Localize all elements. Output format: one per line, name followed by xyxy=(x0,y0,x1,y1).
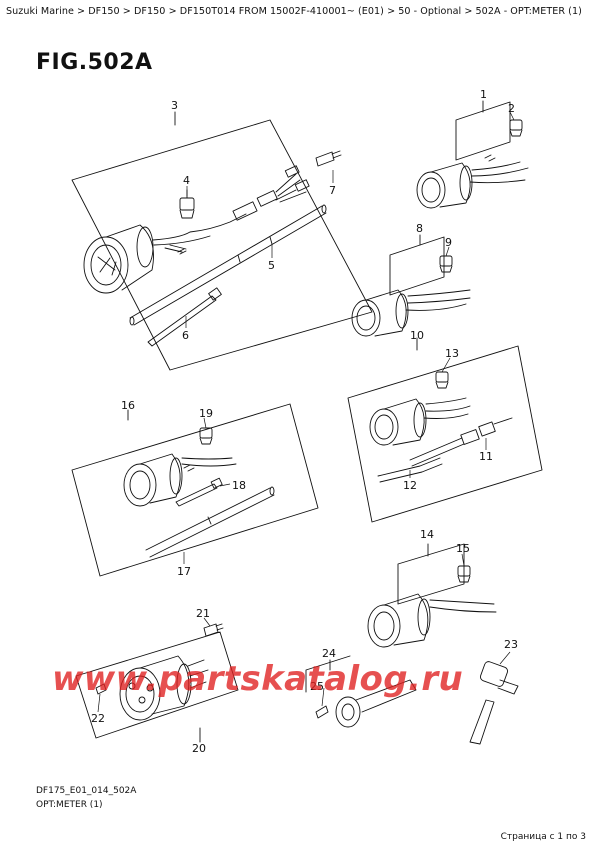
callout-18: 18 xyxy=(232,479,246,492)
gauge-20 xyxy=(119,655,209,721)
bulb-9 xyxy=(439,255,453,273)
callout-9: 9 xyxy=(445,236,452,249)
callout-2: 2 xyxy=(508,102,515,115)
callout-16: 16 xyxy=(121,399,135,412)
callout-6: 6 xyxy=(182,329,189,342)
callout-10: 10 xyxy=(410,329,424,342)
gauge-16 xyxy=(123,453,237,507)
diagram-subtitle: OPT:METER (1) xyxy=(36,800,103,810)
callout-13: 13 xyxy=(445,347,459,360)
gauge-8 xyxy=(351,289,471,337)
connector-3 xyxy=(232,165,310,221)
callout-22: 22 xyxy=(91,712,105,725)
switch-24 xyxy=(335,679,417,728)
plug-7 xyxy=(315,150,342,167)
group-box-10 xyxy=(347,345,543,523)
callout-4: 4 xyxy=(183,174,190,187)
bulb-13 xyxy=(435,371,449,389)
harness-11 xyxy=(409,417,513,467)
callout-1: 1 xyxy=(480,88,487,101)
diagram-code: DF175_E01_014_502A xyxy=(36,786,137,796)
watermark: www.partskatalog.ru xyxy=(52,659,463,699)
leader-lines xyxy=(97,111,515,713)
screw-22 xyxy=(95,683,107,695)
plug-21 xyxy=(203,623,224,637)
group-box-3 xyxy=(71,119,373,371)
callout-20: 20 xyxy=(192,742,206,755)
breadcrumb[interactable]: Suzuki Marine > DF150 > DF150 > DF150T01… xyxy=(6,6,582,17)
callout-14: 14 xyxy=(420,528,434,541)
screw-25 xyxy=(315,705,329,719)
callout-15: 15 xyxy=(456,542,470,555)
page-indicator: Страница с 1 по 3 xyxy=(500,832,586,842)
callout-labels: 1 2 3 4 5 6 7 8 9 10 11 12 13 14 15 16 1… xyxy=(91,88,518,755)
callout-19: 19 xyxy=(199,407,213,420)
figure-title: FIG.502A xyxy=(36,50,153,75)
callout-12: 12 xyxy=(403,479,417,492)
gauge-3 xyxy=(83,213,247,294)
tie-18 xyxy=(175,477,223,507)
callout-11: 11 xyxy=(479,450,493,463)
callout-17: 17 xyxy=(177,565,191,578)
callout-5: 5 xyxy=(268,259,275,272)
tie-6 xyxy=(147,287,222,347)
group-box-16 xyxy=(71,403,319,577)
group-box-20 xyxy=(75,631,239,739)
gauge-14 xyxy=(367,593,497,648)
harness-12 xyxy=(377,457,443,483)
lever-23 xyxy=(469,661,519,745)
tube-5 xyxy=(129,204,327,326)
gauge-1 xyxy=(416,154,529,209)
callout-3: 3 xyxy=(171,99,178,112)
callout-25: 25 xyxy=(310,680,324,693)
gauge-10 xyxy=(369,397,471,446)
callout-24: 24 xyxy=(322,647,336,660)
callout-8: 8 xyxy=(416,222,423,235)
callout-7: 7 xyxy=(329,184,336,197)
callout-21: 21 xyxy=(196,607,210,620)
tube-17 xyxy=(145,486,275,558)
callout-23: 23 xyxy=(504,638,518,651)
bulb-2 xyxy=(509,119,523,137)
